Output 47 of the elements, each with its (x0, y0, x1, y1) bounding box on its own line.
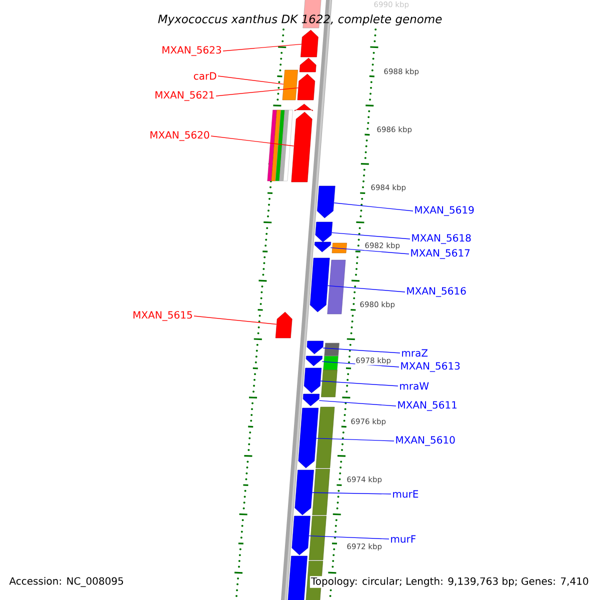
gene-block (306, 340, 324, 354)
gene-label: MXAN_5611 (398, 401, 457, 411)
leader-line (194, 316, 277, 325)
leader-line (318, 400, 396, 406)
gene-label: MXAN_5623 (162, 46, 221, 56)
gene-block (282, 70, 298, 100)
gene-block (317, 186, 336, 218)
leader-line (218, 76, 284, 85)
gene-block (310, 258, 330, 312)
gene-block (275, 312, 292, 338)
leader-line (327, 285, 406, 292)
gene-label: MXAN_5615 (134, 311, 192, 321)
gene-label: MXAN_5613 (401, 362, 460, 372)
gene-label: murF (391, 535, 416, 543)
leader-line (210, 136, 294, 146)
leader-line (322, 348, 400, 354)
gene-label: mraZ (402, 349, 428, 357)
gene-label: mraW (400, 382, 429, 390)
gene-label: MXAN_5619 (415, 206, 474, 216)
leader-line (216, 87, 299, 96)
gene-block (300, 30, 318, 58)
gene-block (314, 242, 332, 252)
leader-line (308, 535, 390, 540)
accession-text: Accession: NC_008095 (8, 576, 125, 588)
gene-label: MXAN_5617 (411, 249, 470, 259)
gene-label: carD (194, 72, 216, 80)
leader-line (320, 380, 398, 386)
leader-line (334, 202, 414, 212)
gene-label: MXAN_5610 (396, 436, 455, 446)
gene-label: MXAN_5616 (407, 287, 466, 297)
gene-block (294, 470, 314, 516)
gene-block (292, 516, 310, 556)
leader-line (312, 492, 392, 494)
genome-info-text: Topology: circular; Length: 9,139,763 bp; Genes: 7,410 (310, 576, 590, 588)
leader-line (330, 247, 410, 254)
leader-line (331, 232, 410, 240)
gene-block (297, 74, 316, 100)
gene-block (302, 394, 320, 406)
gene-block (315, 222, 333, 242)
gene-label: MXAN_5621 (156, 91, 214, 101)
leader-line (222, 44, 302, 52)
title: Myxococcus xanthus DK 1622, complete genome (158, 14, 442, 26)
leader-line (316, 438, 394, 442)
gene-block (306, 356, 322, 366)
gene-label: murE (393, 490, 418, 498)
gene-label: MXAN_5620 (150, 131, 210, 141)
gene-label: MXAN_5618 (412, 234, 471, 244)
